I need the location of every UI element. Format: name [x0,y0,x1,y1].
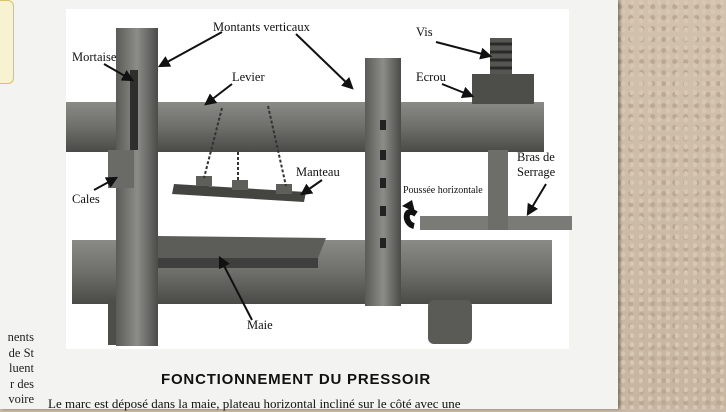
label-manteau: Manteau [296,165,340,179]
label-maie: Maie [247,318,273,332]
pointer-montants-left [157,31,223,68]
pointer-mortaise [103,63,135,82]
label-mortaise: Mortaise [72,50,117,64]
pointer-levier [204,83,233,106]
cales-block [108,150,134,188]
chain-left [203,107,223,179]
wine-press-illustration [66,28,572,346]
side-text-line: r des [10,376,34,391]
label-poussee-horizontale: Poussée horizontale [403,185,483,196]
manteau-plank [172,184,306,202]
label-ecrou: Ecrou [416,70,446,84]
pointer-maie [218,255,253,321]
pointer-manteau [300,179,323,196]
base-foot-right [428,300,472,344]
chain-right [267,105,287,187]
label-vis: Vis [416,25,433,39]
section-heading: FONCTIONNEMENT DU PRESSOIR [161,371,431,388]
nut [472,74,534,104]
adjacent-panel-edge [0,0,14,84]
side-text-fragment: nents de St luent r des voire [0,330,34,408]
side-text-line: nents [7,330,34,344]
label-cales: Cales [72,192,100,206]
pointer-cales [93,176,119,191]
poussee-arrow [403,209,418,229]
side-text-line: voire [8,392,34,406]
pointer-ecrou [441,83,475,99]
stone-wall-background [612,0,726,409]
pointer-montants-right [295,33,354,90]
label-montants-verticaux: Montants verticaux [213,20,310,34]
side-text-line: de St [8,345,34,360]
body-text-line: Le marc est déposé dans la maie, plateau… [48,396,461,411]
pointer-bras [526,183,547,217]
maie-tray [128,236,326,258]
side-text-line: luent [9,361,34,375]
information-sign: Montants verticaux Mortaise Vis Levier E… [0,0,618,411]
label-bras-line2: Serrage [517,165,556,179]
label-levier: Levier [232,70,265,84]
pointer-vis [435,41,493,60]
label-bras-line1: Bras de [517,150,555,164]
